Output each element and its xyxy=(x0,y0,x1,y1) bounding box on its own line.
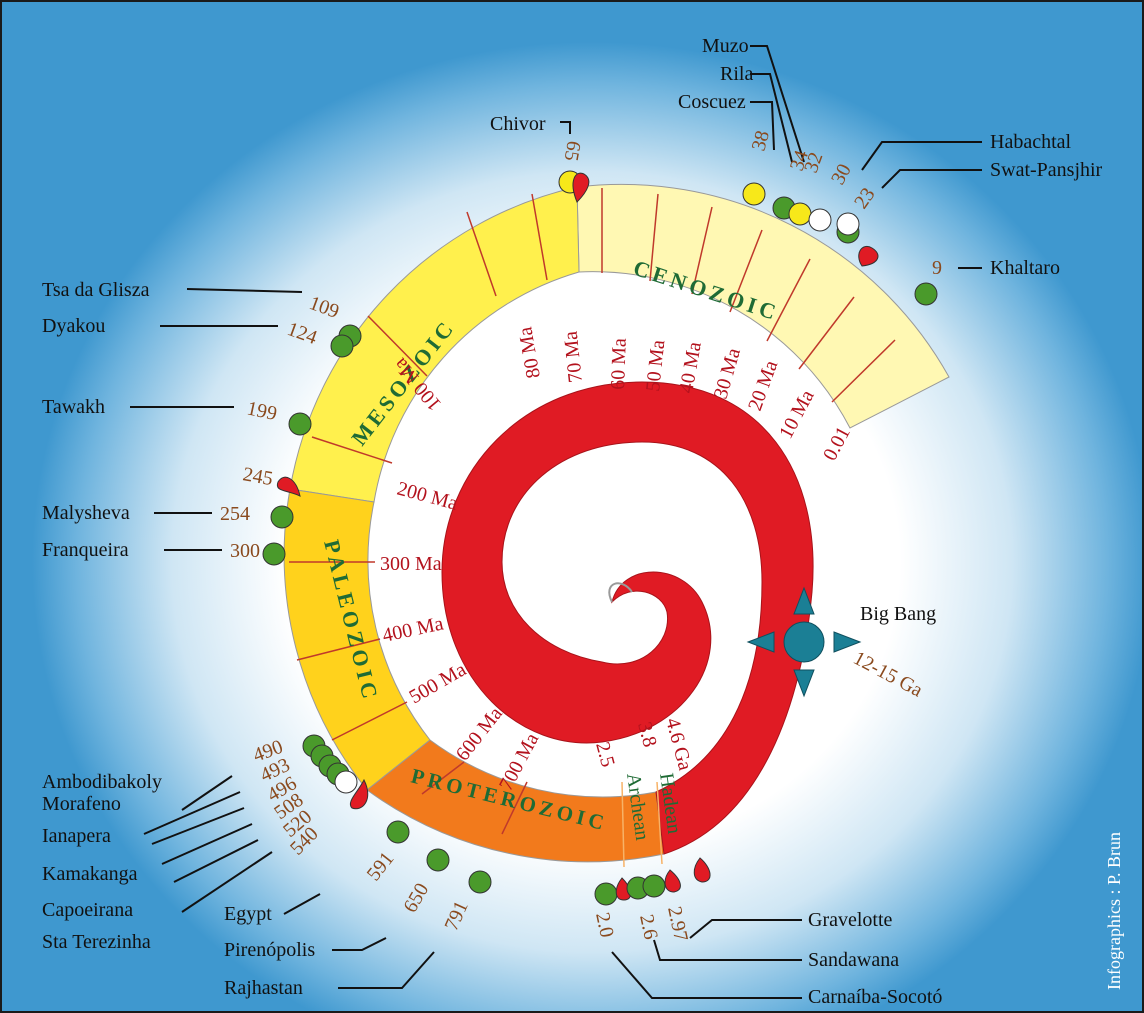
age-tawakh: 199 xyxy=(245,397,279,425)
label-chivor: Chivor xyxy=(490,113,546,135)
scale-200ma: 200 Ma xyxy=(395,478,460,515)
age-pirenopolis: 650 xyxy=(399,880,433,917)
scale-70ma: 70 Ma xyxy=(560,330,587,384)
label-dyakou: Dyakou xyxy=(42,315,105,337)
band-ticks xyxy=(289,188,896,835)
label-ianapera: Ianapera xyxy=(42,825,111,847)
scale-40ma: 40 Ma xyxy=(675,340,706,395)
label-muzo: Muzo xyxy=(702,35,749,57)
deposit-markers xyxy=(262,170,938,906)
age-chivor: 65 xyxy=(560,139,585,163)
label-swat: Swat-Pansjhir xyxy=(990,159,1103,181)
red-spiral xyxy=(441,381,814,855)
label-khaltaro: Khaltaro xyxy=(990,257,1060,279)
scale-0.01: 0.01 xyxy=(819,423,855,464)
age-sandawana: 2.6 xyxy=(635,912,662,941)
age-rajhastan: 791 xyxy=(440,898,472,934)
scale-30ma: 30 Ma xyxy=(710,346,745,402)
drop-chivor xyxy=(572,172,590,203)
scale-20ma: 20 Ma xyxy=(744,358,782,414)
scale-4.6ga: 4.6 Ga xyxy=(661,716,696,773)
scale-80ma: 80 Ma xyxy=(514,325,545,380)
label-sta: Sta Terezinha xyxy=(42,931,151,953)
big-bang-icon xyxy=(746,586,862,698)
label-carnaiba: Carnaíba-Socotó xyxy=(808,986,942,1008)
label-gravelotte: Gravelotte xyxy=(808,909,893,931)
age-egypt: 591 xyxy=(363,848,399,885)
label-kamakanga: Kamakanga xyxy=(42,863,138,885)
label-franqueira: Franqueira xyxy=(42,539,129,561)
leader-lines xyxy=(130,45,982,999)
label-habachtal: Habachtal xyxy=(990,131,1072,153)
label-malysheva: Malysheva xyxy=(42,502,130,524)
age-gravelotte: 2.97 xyxy=(663,904,692,943)
age-carnaiba: 2.0 xyxy=(591,910,618,939)
label-pirenopolis: Pirenópolis xyxy=(224,939,315,961)
label-tsa: Tsa da Glisza xyxy=(42,279,150,301)
spiral-tail xyxy=(608,582,633,603)
scale-50ma: 50 Ma xyxy=(642,339,669,393)
big-bang-age: 12-15 Ga xyxy=(850,647,927,702)
big-bang-label: Big Bang xyxy=(860,603,936,625)
scale-10ma: 10 Ma xyxy=(775,386,819,442)
label-morafeno: Morafeno xyxy=(42,793,121,815)
label-ambodibakoly: Ambodibakoly xyxy=(42,771,162,793)
scale-500ma: 500 Ma xyxy=(406,658,471,708)
label-sandawana: Sandawana xyxy=(808,949,899,971)
scale-300ma: 300 Ma xyxy=(380,553,442,575)
age-dyakou: 124 xyxy=(284,318,320,349)
age-khaltaro: 9 xyxy=(932,257,942,279)
scale-400ma: 400 Ma xyxy=(380,613,445,647)
age-franqueira: 300 xyxy=(230,540,260,562)
label-tawakh: Tawakh xyxy=(42,396,105,418)
age-coscuez: 38 xyxy=(748,128,774,153)
age-malysheva: 254 xyxy=(220,503,250,525)
label-rajhastan: Rajhastan xyxy=(224,977,303,999)
scale-600ma: 600 Ma xyxy=(452,703,507,765)
age-swat: 23 xyxy=(850,184,879,213)
age-habachtal: 30 xyxy=(827,160,856,188)
label-egypt: Egypt xyxy=(224,903,272,925)
label-rila: Rila xyxy=(720,63,753,85)
label-capoeirana: Capoeirana xyxy=(42,899,133,921)
age-tsa: 109 xyxy=(306,292,342,323)
credit: Infographics : P. Brun xyxy=(1104,832,1124,990)
label-coscuez: Coscuez xyxy=(678,91,746,113)
age-245: 245 xyxy=(241,463,274,490)
scale-700ma: 700 Ma xyxy=(495,729,543,794)
scale-60ma: 60 Ma xyxy=(607,338,631,391)
scale-2.5: 2.5 xyxy=(591,740,619,770)
